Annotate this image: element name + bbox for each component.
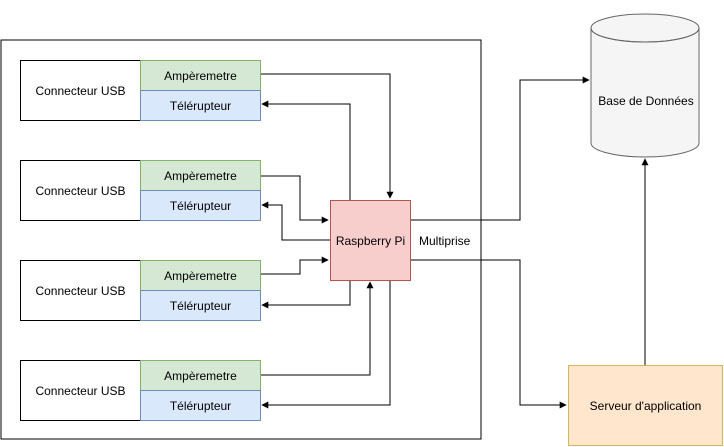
- usb-connector-2: Connecteur USB: [20, 160, 141, 221]
- usb-connector-label: Connecteur USB: [35, 383, 126, 398]
- remote-switch-label: Télérupteur: [169, 298, 232, 313]
- connector-rpi-tel2: [261, 201, 330, 241]
- ammeter-label: Ampèremetre: [164, 268, 237, 283]
- remote-switch-3: Télérupteur: [140, 290, 261, 321]
- connector-rpi-tel4: [261, 280, 391, 409]
- application-server-node: Serveur d'application: [568, 365, 723, 446]
- usb-connector-4: Connecteur USB: [20, 360, 141, 421]
- database-cylinder: [590, 13, 700, 158]
- connector-amp3-rpi: [260, 256, 329, 275]
- multiprise-container: [0, 39, 482, 440]
- connector-rpi-db: [410, 76, 590, 221]
- usb-connector-1: Connecteur USB: [20, 60, 141, 121]
- usb-connector-label: Connecteur USB: [35, 83, 126, 98]
- database-label: Base de Données: [598, 94, 694, 108]
- usb-connector-3: Connecteur USB: [20, 260, 141, 321]
- remote-switch-2: Télérupteur: [140, 190, 261, 221]
- ammeter-label: Ampèremetre: [164, 168, 237, 183]
- multiprise-label: Multiprise: [419, 234, 471, 248]
- application-server-label: Serveur d'application: [589, 398, 702, 413]
- usb-connector-label: Connecteur USB: [35, 183, 126, 198]
- raspberry-pi-node: Raspberry Pi: [330, 200, 411, 281]
- remote-switch-label: Télérupteur: [169, 398, 232, 413]
- ammeter-1: Ampèremetre: [140, 60, 261, 91]
- remote-switch-1: Télérupteur: [140, 90, 261, 121]
- remote-switch-4: Télérupteur: [140, 390, 261, 421]
- ammeter-label: Ampèremetre: [164, 368, 237, 383]
- usb-connector-label: Connecteur USB: [35, 283, 126, 298]
- ammeter-label: Ampèremetre: [164, 68, 237, 83]
- connector-rpi-tel1: [261, 100, 351, 200]
- ammeter-2: Ampèremetre: [140, 160, 261, 191]
- remote-switch-label: Télérupteur: [169, 198, 232, 213]
- connector-rpi-server: [410, 259, 567, 409]
- raspberry-pi-label: Raspberry Pi: [335, 233, 406, 248]
- ammeter-4: Ampèremetre: [140, 360, 261, 391]
- connector-amp1-rpi: [260, 73, 394, 199]
- connector-rpi-tel3: [261, 280, 351, 309]
- remote-switch-label: Télérupteur: [169, 98, 232, 113]
- ammeter-3: Ampèremetre: [140, 260, 261, 291]
- connector-amp2-rpi: [260, 175, 329, 224]
- connector-amp4-rpi: [260, 281, 374, 376]
